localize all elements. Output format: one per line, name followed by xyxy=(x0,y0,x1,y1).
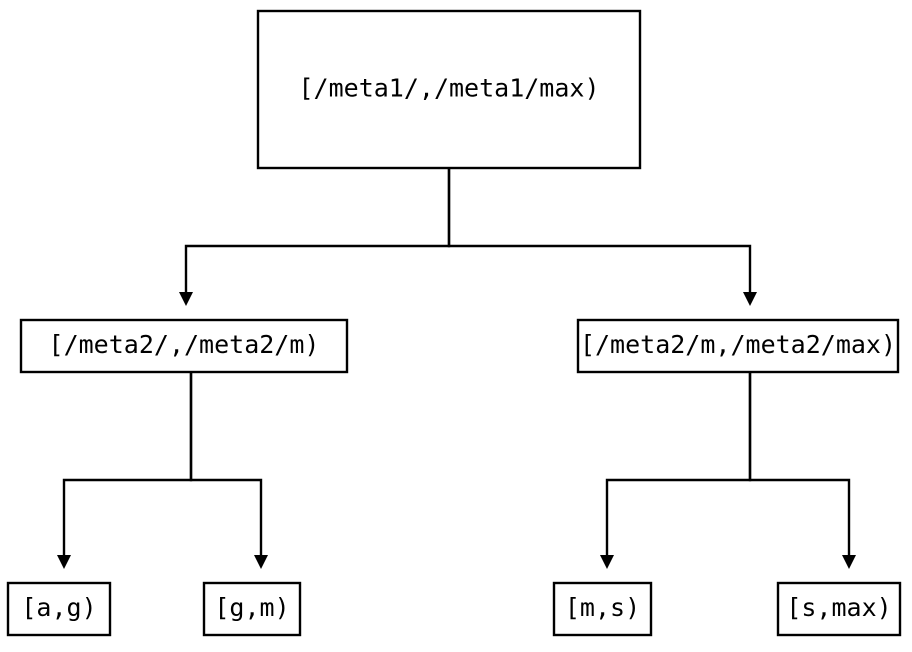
node-label: [/meta1/,/meta1/max) xyxy=(298,74,599,103)
tree-node-mid-left[interactable]: [/meta2/,/meta2/m) xyxy=(19,318,349,374)
node-label: [s,max) xyxy=(786,593,891,622)
node-label: [g,m) xyxy=(214,593,289,622)
edge-path xyxy=(184,168,451,292)
node-box xyxy=(6,581,112,637)
node-label: [/meta2/,/meta2/m) xyxy=(49,330,320,359)
node-label: [a,g) xyxy=(21,593,96,622)
tree-node-leaf-m-s[interactable]: [m,s) xyxy=(552,581,653,637)
nodes-layer: [/meta1/,/meta1/max) [/meta2/,/meta2/m) [/… xyxy=(6,9,902,637)
edge-root-mid-left xyxy=(179,168,451,306)
node-label: [/meta2/m,/meta2/max) xyxy=(580,330,896,359)
node-box xyxy=(776,581,902,637)
node-box xyxy=(576,318,900,374)
arrowhead-icon xyxy=(743,292,757,306)
edge-path xyxy=(447,168,752,292)
edge-mid-left-leaf-g-m xyxy=(189,372,268,569)
tree-node-leaf-a-g[interactable]: [a,g) xyxy=(6,581,112,637)
arrowhead-icon xyxy=(842,555,856,569)
node-box xyxy=(552,581,653,637)
node-box xyxy=(256,9,642,170)
node-box xyxy=(202,581,302,637)
edge-mid-left-leaf-a-g xyxy=(57,372,193,569)
edge-root-mid-right xyxy=(447,168,757,306)
edge-path xyxy=(748,372,851,555)
edge-path xyxy=(189,372,263,555)
node-box xyxy=(19,318,349,374)
edge-mid-right-leaf-s-max xyxy=(748,372,856,569)
arrowhead-icon xyxy=(179,292,193,306)
edge-path xyxy=(62,372,193,555)
edge-path xyxy=(605,372,752,555)
tree-node-mid-right[interactable]: [/meta2/m,/meta2/max) xyxy=(576,318,900,374)
arrowhead-icon xyxy=(57,555,71,569)
edge-mid-right-leaf-m-s xyxy=(600,372,752,569)
tree-node-leaf-g-m[interactable]: [g,m) xyxy=(202,581,302,637)
tree-node-root[interactable]: [/meta1/,/meta1/max) xyxy=(256,9,642,170)
edges-layer xyxy=(57,168,856,569)
arrowhead-icon xyxy=(600,555,614,569)
tree-node-leaf-s-max[interactable]: [s,max) xyxy=(776,581,902,637)
arrowhead-icon xyxy=(254,555,268,569)
node-label: [m,s) xyxy=(565,593,640,622)
